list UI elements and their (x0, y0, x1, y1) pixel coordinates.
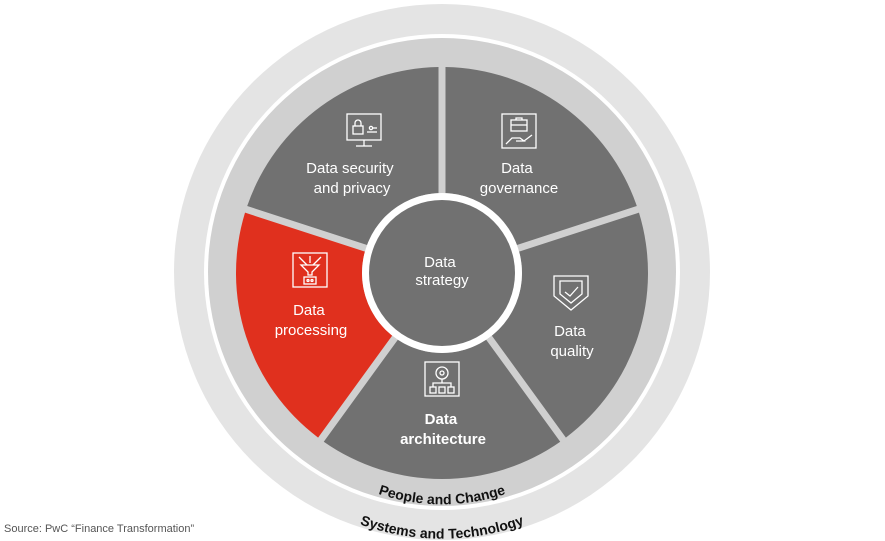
segment-architecture (236, 212, 393, 438)
segment-label-quality: Data quality (550, 323, 594, 360)
segments (236, 67, 648, 479)
center-label: Data strategy (415, 254, 469, 289)
funnel-robot-icon (292, 252, 328, 288)
segment-label-processing: Data processing (275, 302, 348, 339)
briefcase-hand-icon (501, 113, 537, 149)
segment-label-architecture: Data architecture (400, 411, 486, 448)
segment-label-security: Data security and privacy (306, 160, 398, 197)
segment-label-governance: Data governance (480, 160, 558, 197)
segment-processing (247, 67, 439, 245)
center-circle (369, 200, 515, 346)
segment-security (445, 67, 637, 245)
segment-quality (323, 339, 561, 479)
hierarchy-icon (424, 361, 460, 397)
source-note: Source: PwC “Finance Transformation” (4, 523, 195, 535)
shield-check-icon (553, 275, 589, 311)
lock-monitor-icon (346, 113, 382, 147)
segment-governance (491, 212, 648, 438)
